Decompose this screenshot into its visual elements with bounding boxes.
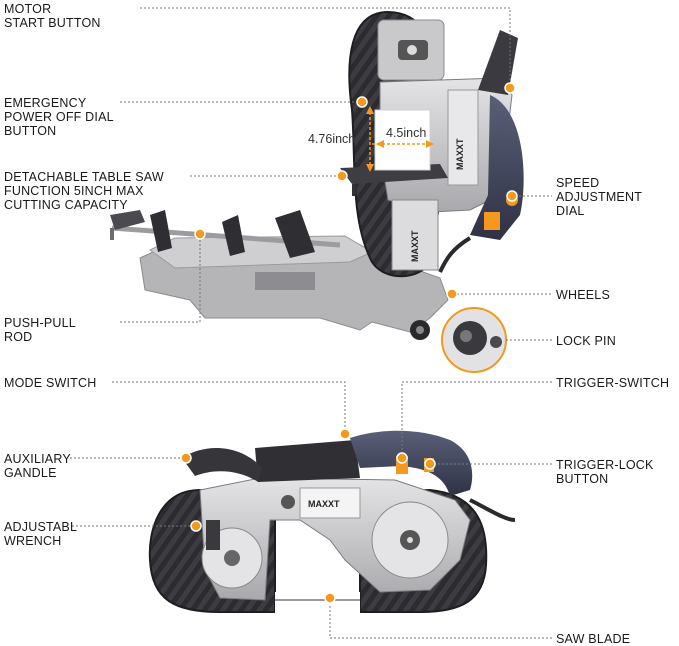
top-brand-logo: MAXXT (455, 138, 465, 170)
marker-table (336, 170, 348, 182)
vise-jaw-1 (150, 210, 172, 252)
top-handle (478, 30, 518, 95)
vise-jaw-2 (222, 215, 245, 256)
leader-lines (70, 7, 552, 639)
label-adjustable-wrench: ADJUSTABL WRENCH (4, 520, 78, 548)
marker-blade (324, 592, 336, 604)
label-mode-switch: MODE SWITCH (4, 376, 97, 390)
label-speed-dial: SPEED ADJUSTMENT DIAL (556, 176, 643, 218)
label-detachable-table: DETACHABLE TABLE SAW FUNCTION 5INCH MAX … (4, 170, 164, 212)
label-push-pull-rod: PUSH-PULL ROD (4, 316, 76, 344)
label-trigger-lock: TRIGGER-LOCK BUTTON (556, 458, 654, 486)
label-motor-start: MOTOR START BUTTON (4, 2, 101, 30)
top-saw-illustration: MAXXT MAXXT (110, 10, 524, 340)
adjustable-wrench (206, 520, 220, 550)
lock-pin-inset (441, 307, 507, 373)
auxiliary-handle (182, 447, 262, 482)
marker-trigger-lock (424, 458, 436, 470)
marker-speed (506, 190, 518, 202)
label-auxiliary-handle: AUXILIARY GANDLE (4, 452, 71, 480)
label-lock-pin: LOCK PIN (556, 334, 616, 348)
marker-wrench (190, 520, 202, 532)
label-wheels: WHEELS (556, 288, 610, 302)
bottom-brand-logo: MAXXT (308, 499, 340, 509)
label-trigger-switch: TRIGGER-SWITCH (556, 376, 670, 390)
dimension-width: 4.5inch (386, 126, 427, 140)
marker-wheels (446, 288, 458, 300)
bottom-main-handle (350, 430, 473, 496)
marker-motor-start (504, 82, 516, 94)
bottom-saw-illustration: MAXXT (148, 430, 516, 614)
dimension-height: 4.76inch (308, 132, 356, 146)
bottom-top-cover (255, 440, 360, 482)
callout-markers (180, 82, 518, 604)
saw-blade-gap (275, 592, 360, 614)
marker-emergency (356, 96, 368, 108)
vise-jaw-3 (275, 210, 315, 258)
label-saw-blade: SAW BLADE (556, 632, 631, 646)
top-brand-logo-2: MAXXT (410, 230, 420, 262)
label-emergency: EMERGENCY POWER OFF DIAL BUTTON (4, 96, 114, 138)
marker-push-pull (194, 228, 206, 240)
marker-auxiliary (180, 452, 192, 464)
marker-trigger (396, 452, 408, 464)
marker-mode (339, 428, 351, 440)
